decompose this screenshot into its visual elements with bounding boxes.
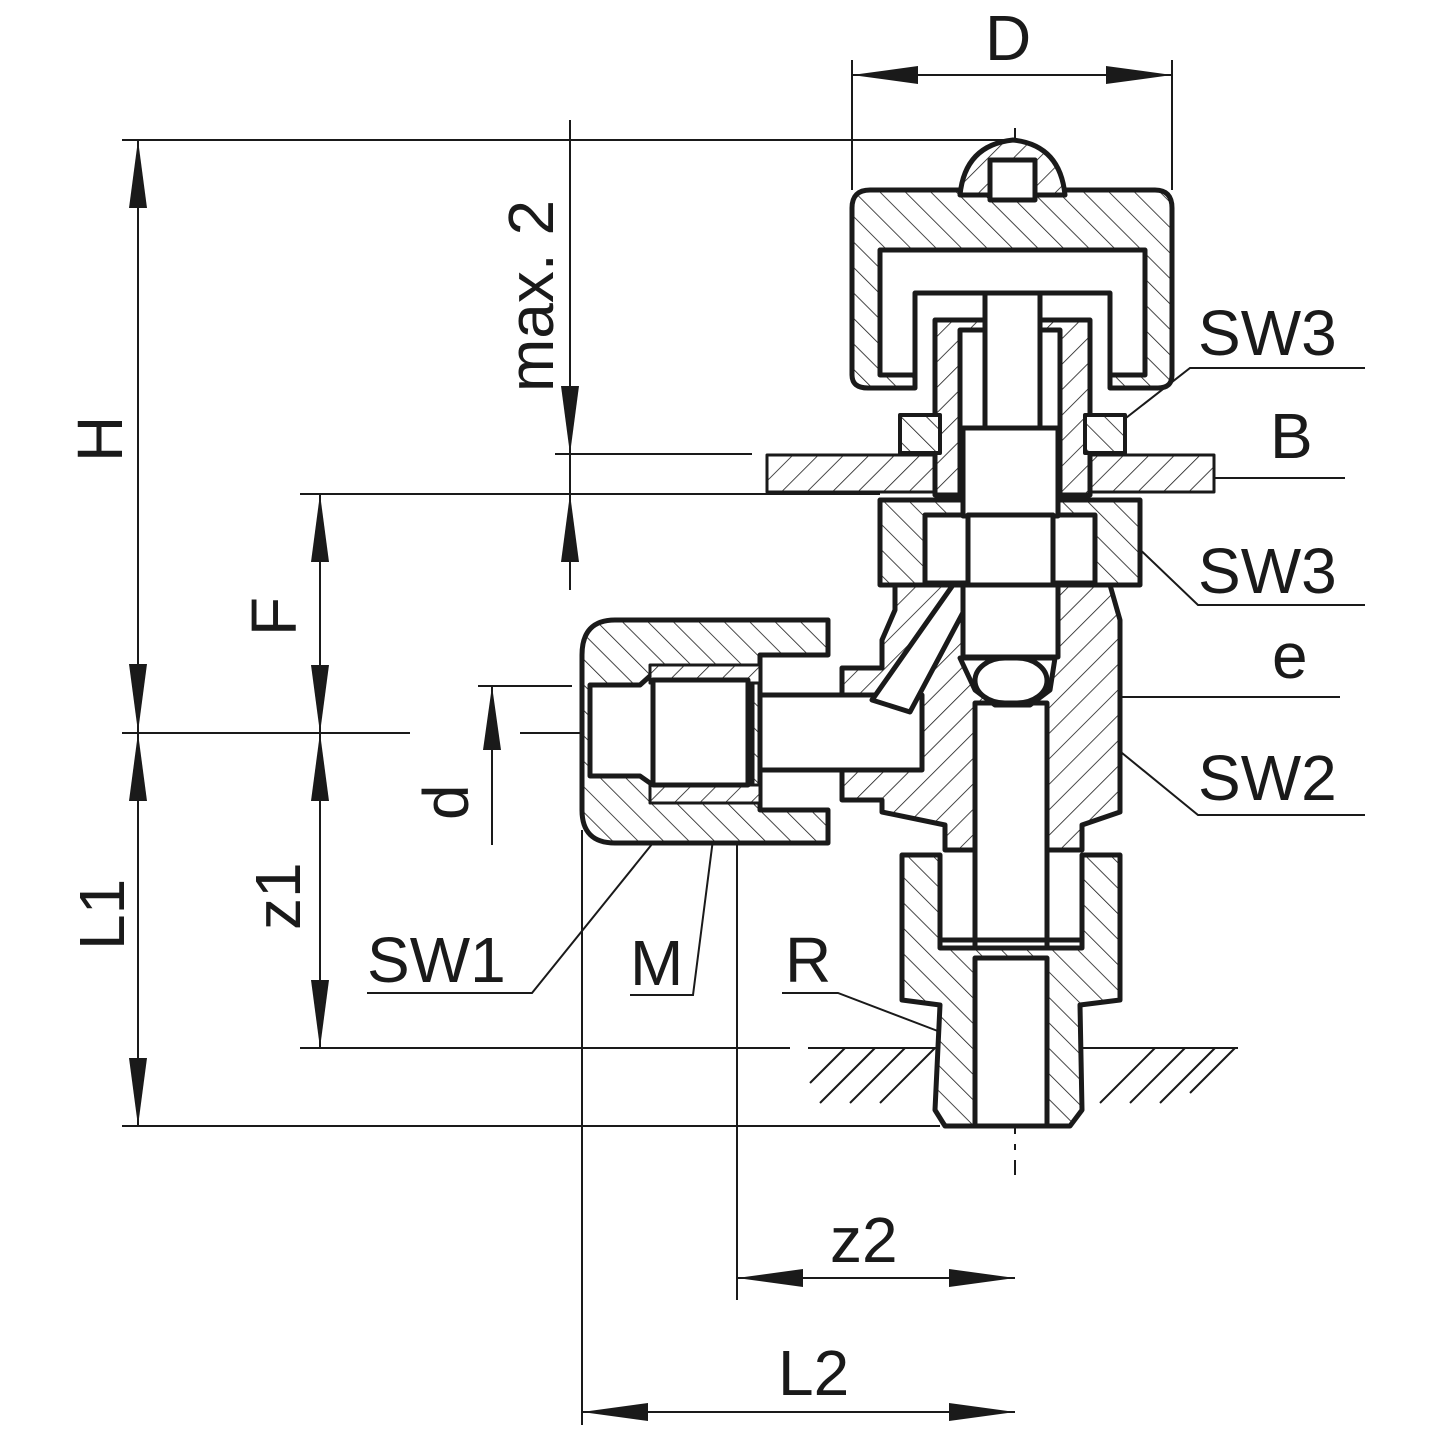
- handwheel: [849, 137, 1175, 391]
- label-L1: L1: [66, 879, 138, 950]
- label-z2: z2: [830, 1204, 898, 1276]
- label-d: d: [410, 784, 482, 820]
- panel-plate: [765, 453, 1216, 494]
- dimension-labels: D H max. 2 F L1 z1 d SW1 M R SW3 B SW3 e…: [64, 2, 1337, 1409]
- label-SW3-top: SW3: [1198, 297, 1337, 369]
- spindle: [960, 177, 1061, 706]
- label-max2: max. 2: [495, 200, 567, 392]
- side-union-nut: [579, 617, 831, 846]
- label-SW3-mid: SW3: [1198, 535, 1337, 607]
- label-M: M: [630, 927, 683, 999]
- lower-connector: [899, 852, 1123, 1129]
- label-SW2: SW2: [1198, 742, 1337, 814]
- label-e: e: [1272, 620, 1308, 692]
- label-D: D: [985, 2, 1031, 74]
- label-B: B: [1270, 400, 1313, 472]
- label-R: R: [785, 924, 831, 996]
- label-F: F: [238, 597, 310, 636]
- label-z1: z1: [242, 862, 314, 930]
- label-L2: L2: [778, 1337, 849, 1409]
- label-H: H: [64, 416, 136, 462]
- label-SW1: SW1: [367, 924, 506, 996]
